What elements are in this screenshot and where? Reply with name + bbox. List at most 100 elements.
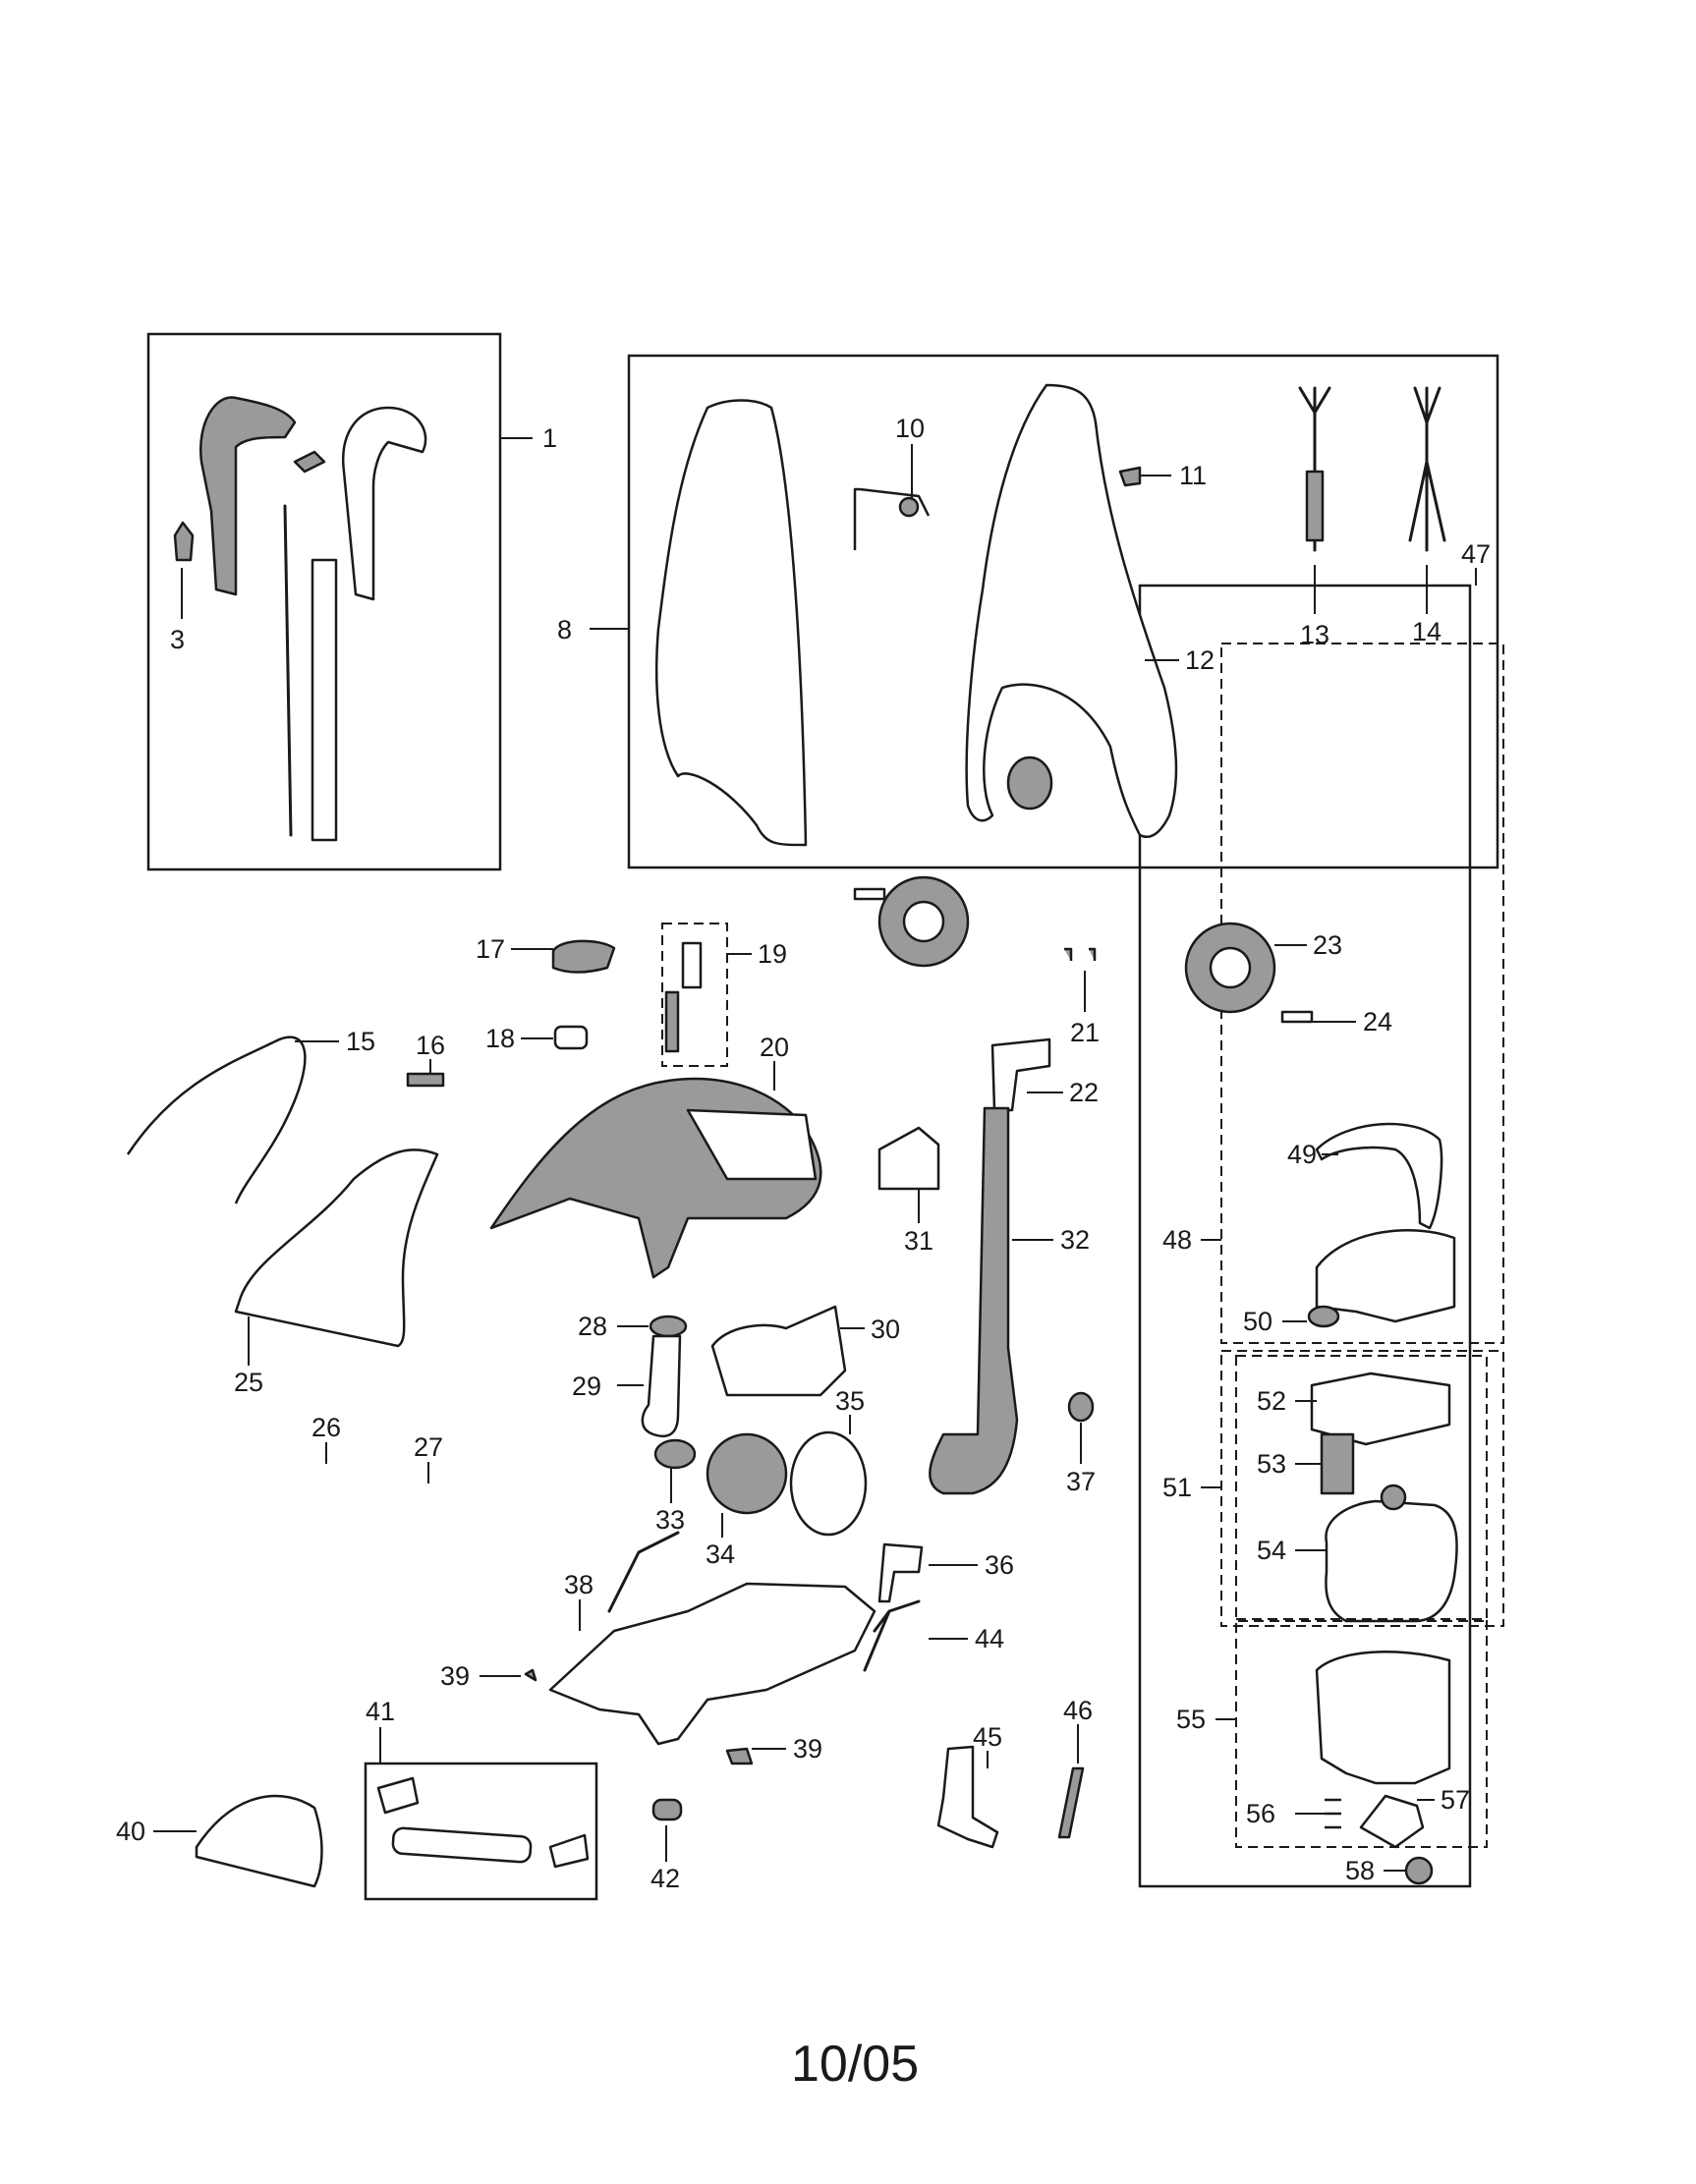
nozzle-tip-part [990, 1037, 1051, 1112]
callout-53: 53 [1257, 1449, 1286, 1479]
callout-49: 49 [1287, 1140, 1317, 1169]
rear-housing-part [965, 383, 1178, 839]
brush-assembly-box [364, 1762, 598, 1901]
callout-24: 24 [1363, 1007, 1392, 1036]
front-cover-part [654, 399, 808, 847]
pump-45-part [936, 1745, 999, 1849]
nozzle-46-part [1057, 1766, 1085, 1839]
callout-19: 19 [758, 939, 787, 969]
callout-20: 20 [760, 1033, 789, 1062]
base-38-part [548, 1582, 876, 1746]
filter-52-part [1310, 1372, 1451, 1446]
callout-12: 12 [1185, 645, 1215, 675]
wheel-right-hub [1209, 946, 1252, 989]
handle-grip-part [198, 396, 297, 596]
handle-cover-part [341, 406, 427, 601]
callout-58: 58 [1345, 1856, 1375, 1885]
callout-1: 1 [542, 423, 557, 453]
callout-11: 11 [1179, 461, 1207, 490]
callout-56: 56 [1246, 1799, 1275, 1828]
callout-32: 32 [1060, 1225, 1090, 1255]
valve-kit-part [681, 941, 703, 989]
carry-handle-part [551, 939, 616, 974]
callout-8: 8 [557, 615, 572, 644]
float-53-part [1320, 1432, 1355, 1495]
callout-16: 16 [416, 1031, 445, 1060]
nozzle-hose-part [126, 1036, 307, 1204]
seal-28-part [649, 1315, 688, 1338]
callout-34: 34 [706, 1540, 735, 1569]
callout-27: 27 [414, 1432, 443, 1462]
callout-10: 10 [895, 414, 925, 443]
callout-47: 47 [1461, 539, 1491, 569]
tank-lid-cover-48-part [1315, 1229, 1456, 1323]
gasket-35-part [789, 1430, 868, 1537]
dirty-tank-group-box [1235, 1355, 1488, 1622]
callout-35: 35 [835, 1386, 865, 1416]
latch-pivot-part [898, 496, 920, 518]
handle-assembly-box [146, 332, 502, 871]
callout-18: 18 [485, 1024, 515, 1053]
valve-kit-box [661, 923, 728, 1067]
callout-17: 17 [476, 934, 505, 964]
callout-39-b: 39 [793, 1734, 822, 1764]
clip-16-part [406, 1072, 445, 1088]
callout-39: 39 [440, 1661, 470, 1691]
callout-36: 36 [985, 1550, 1014, 1580]
gasket-33-part [653, 1438, 697, 1470]
callout-28: 28 [578, 1312, 607, 1341]
callout-29: 29 [572, 1372, 601, 1401]
screws-56-part [1325, 1798, 1341, 1829]
callout-40: 40 [116, 1817, 145, 1846]
callout-23: 23 [1313, 930, 1342, 960]
callout-14: 14 [1412, 617, 1442, 646]
tank-handle-49-part [1315, 1122, 1443, 1230]
callout-42: 42 [650, 1864, 680, 1893]
callout-30: 30 [871, 1315, 900, 1344]
callout-41: 41 [366, 1697, 395, 1726]
rod-44-part [863, 1599, 921, 1672]
switch-wiring-part [1408, 386, 1446, 552]
callout-48: 48 [1162, 1225, 1192, 1255]
callout-13: 13 [1300, 620, 1329, 649]
callout-54: 54 [1257, 1536, 1286, 1565]
brush-roll-41-part [391, 1826, 533, 1864]
handle-wire-part [283, 504, 293, 837]
clip-37-part [1067, 1391, 1095, 1423]
callout-51: 51 [1162, 1473, 1192, 1502]
callout-52: 52 [1257, 1386, 1286, 1416]
latch-spring-part [853, 487, 931, 550]
handle-screw-part [173, 521, 195, 562]
callout-44: 44 [975, 1624, 1004, 1653]
callout-33: 33 [655, 1505, 685, 1535]
callout-25: 25 [234, 1368, 263, 1397]
callout-3: 3 [170, 625, 185, 654]
tank-assembly-box [1138, 584, 1472, 1888]
handle-tube-part [311, 558, 338, 842]
rod-38-part [607, 1531, 680, 1613]
seal-50-part [1307, 1305, 1340, 1328]
cap-58-part [1404, 1856, 1434, 1885]
handle-release-part [553, 1025, 589, 1050]
axle-right-part [1280, 1010, 1314, 1024]
plate-57-part [1359, 1794, 1425, 1849]
latch-31-part [877, 1126, 940, 1191]
brush-bracket-left [376, 1776, 420, 1815]
callout-46: 46 [1063, 1696, 1093, 1725]
callout-55: 55 [1176, 1705, 1206, 1734]
brush-bracket-right [548, 1833, 590, 1869]
callout-21: 21 [1070, 1018, 1100, 1047]
callout-31: 31 [904, 1226, 933, 1256]
callout-15: 15 [346, 1027, 375, 1056]
callout-57: 57 [1441, 1785, 1470, 1815]
axle-left-part [853, 887, 886, 901]
upper-housing-box [627, 354, 1499, 869]
motor-cover-30-part [710, 1305, 847, 1397]
handle-button-part [293, 450, 326, 474]
rear-housing-port [1006, 756, 1053, 811]
callout-37: 37 [1066, 1467, 1096, 1496]
callout-26: 26 [311, 1413, 341, 1442]
motor-34-part [706, 1432, 788, 1515]
clip-36-part [877, 1542, 924, 1603]
